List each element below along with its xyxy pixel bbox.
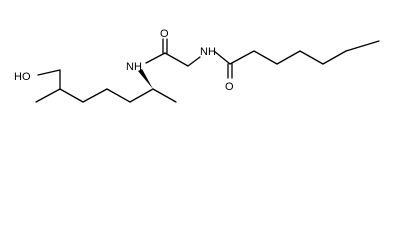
molecule-structure: HO NH O NH O	[14, 28, 380, 103]
bond-c-oh	[37, 69, 61, 76]
stereo-wedge-bond	[138, 69, 153, 89]
bond-chain-4	[129, 88, 154, 103]
hydroxyl-label: HO	[14, 71, 31, 83]
bond-octanoyl-5	[322, 50, 347, 65]
amide-o-label-left: O	[160, 28, 169, 40]
bond-nh-carbonyl	[145, 52, 166, 64]
bond-octanoyl-4	[299, 50, 324, 65]
bonds-glycine-linker	[145, 38, 201, 67]
amide-nh-label-left: NH	[126, 61, 142, 73]
bond-nh-acyl	[213, 50, 231, 65]
bond-chain-1	[59, 88, 84, 103]
bond-stereo-methyl	[152, 88, 177, 103]
bond-octanoyl-1	[229, 50, 255, 65]
bonds-alkyl-chain	[35, 69, 177, 103]
amide-nh-label-right: NH	[200, 46, 216, 58]
bond-ch2-nh	[187, 56, 201, 67]
bond-octanoyl-6	[345, 40, 380, 52]
bond-octanoyl-2	[253, 50, 278, 65]
amide-o-label-right: O	[225, 81, 234, 93]
bond-chain-3	[106, 88, 131, 103]
bond-chain-2	[82, 88, 108, 103]
bond-octanoyl-3	[276, 50, 301, 65]
bond-c-methyl	[35, 88, 61, 103]
structure-canvas: HO NH O NH O	[14, 28, 380, 103]
bonds-octanoyl-chain	[213, 40, 380, 79]
bond-carbonyl-ch2	[164, 52, 189, 67]
